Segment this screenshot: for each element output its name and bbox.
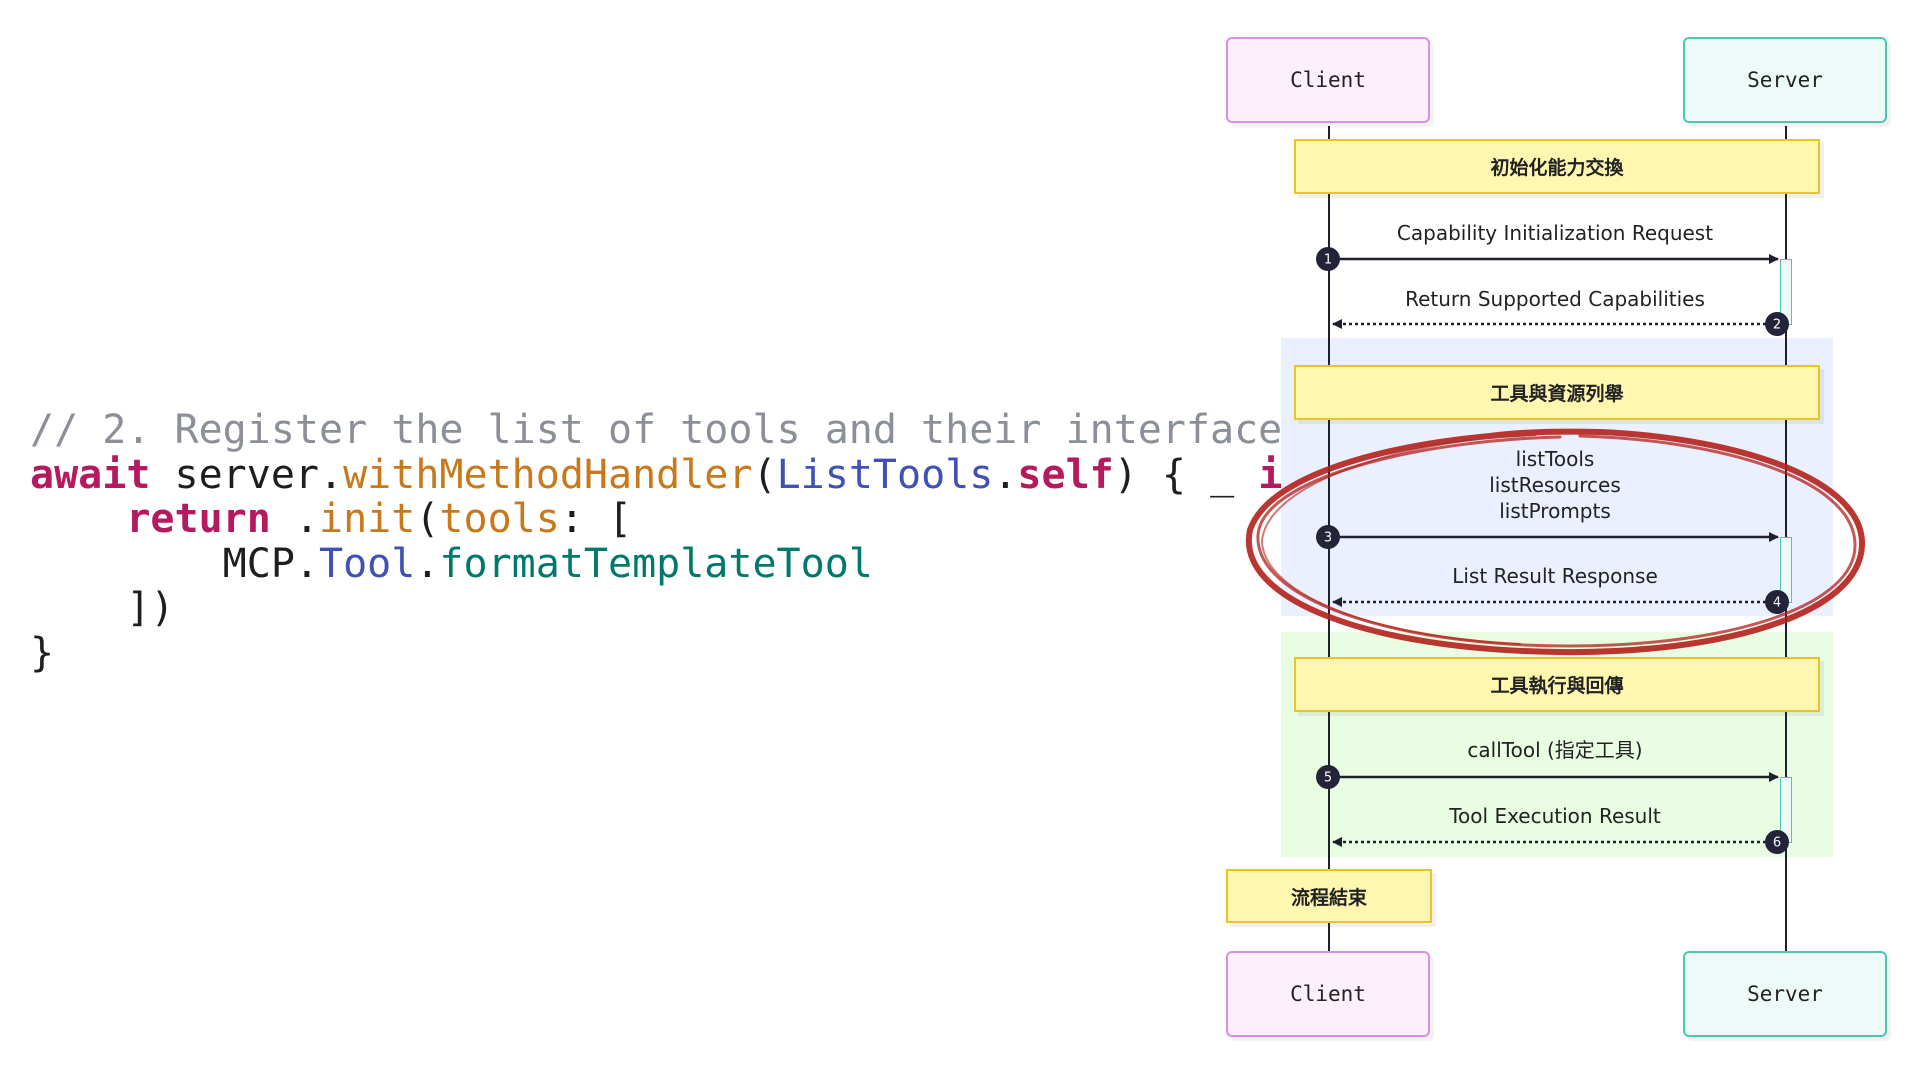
- sequence-badge-3: 3: [1316, 525, 1340, 549]
- code-token: .: [993, 451, 1018, 498]
- code-token: (: [752, 451, 777, 498]
- message-label-line: Capability Initialization Request: [1396, 221, 1714, 245]
- client-actor-top: Client: [1226, 37, 1430, 123]
- svg-text:6: 6: [1773, 836, 1781, 851]
- message-label-4: List Result Response: [1330, 563, 1780, 589]
- code-token: await: [30, 451, 151, 498]
- code-token: }: [30, 629, 55, 676]
- message-label-2: Return Supported Capabilities: [1330, 286, 1780, 312]
- code-snippet: // 2. Register the list of tools and the…: [30, 408, 1330, 675]
- code-token: : [: [559, 496, 633, 542]
- code-token: ) { _: [1113, 451, 1259, 498]
- end-note-label: 流程結束: [1290, 886, 1367, 909]
- code-token: formatTemplateTool: [439, 540, 873, 587]
- svg-text:2: 2: [1773, 318, 1781, 333]
- phase-note-label: 工具與資源列舉: [1490, 383, 1624, 405]
- code-token: // 2. Register the list of tools and the…: [30, 407, 1331, 453]
- svg-text:5: 5: [1324, 771, 1332, 786]
- code-line: ]): [30, 586, 1330, 631]
- end-note: 流程結束: [1226, 869, 1432, 923]
- phase-note-call: 工具執行與回傳: [1294, 657, 1820, 712]
- code-token: server.: [150, 451, 344, 498]
- server-actor-label: Server: [1747, 68, 1823, 92]
- message-label-line: listResources: [1489, 473, 1621, 497]
- phase-note-label: 初始化能力交換: [1490, 157, 1624, 179]
- code-token: init: [319, 496, 416, 542]
- server-actor-bottom: Server: [1683, 951, 1887, 1037]
- client-actor-bottom: Client: [1226, 951, 1430, 1037]
- sequence-badge-5: 5: [1316, 765, 1340, 789]
- code-token: withMethodHandler: [343, 451, 753, 498]
- message-label-line: Return Supported Capabilities: [1405, 287, 1705, 311]
- message-label-line: List Result Response: [1452, 564, 1658, 588]
- message-label-line: listTools: [1515, 447, 1595, 471]
- client-actor-label: Client: [1290, 68, 1366, 92]
- code-line: await server.withMethodHandler(ListTools…: [30, 451, 1330, 498]
- code-token: .: [415, 540, 440, 587]
- message-label-line: Tool Execution Result: [1449, 804, 1661, 828]
- sequence-badge-4: 4: [1765, 590, 1789, 614]
- sequence-badge-2: 2: [1765, 312, 1789, 336]
- highlight-circle: [1245, 428, 1866, 656]
- code-token: tools: [439, 496, 560, 542]
- phase-note-label: 工具執行與回傳: [1490, 675, 1624, 697]
- sequence-badge-1: 1: [1316, 247, 1340, 271]
- code-token: MCP.: [30, 540, 319, 587]
- phase-note-init: 初始化能力交換: [1294, 139, 1820, 194]
- svg-text:1: 1: [1324, 253, 1332, 268]
- code-token: return: [126, 496, 271, 542]
- code-token: .: [270, 496, 319, 542]
- code-line: return .init(tools: [: [30, 497, 1330, 542]
- phase-note-list: 工具與資源列舉: [1294, 365, 1820, 420]
- code-token: self: [1017, 451, 1114, 498]
- message-label-5: callTool (指定工具): [1330, 737, 1780, 763]
- sequence-badge-6: 6: [1765, 830, 1789, 854]
- svg-text:4: 4: [1773, 596, 1781, 611]
- message-label-3: listTools listResources listPrompts: [1330, 446, 1780, 524]
- code-line: // 2. Register the list of tools and the…: [30, 408, 1330, 453]
- message-label-line: listPrompts: [1499, 499, 1611, 523]
- server-actor-label: Server: [1747, 982, 1823, 1006]
- message-label-1: Capability Initialization Request: [1330, 220, 1780, 246]
- code-token: ]): [30, 585, 175, 631]
- code-token: (: [415, 496, 440, 542]
- code-line: }: [30, 629, 1330, 676]
- code-token: ListTools: [776, 451, 994, 498]
- message-label-line: callTool (指定工具): [1467, 738, 1643, 762]
- code-line: MCP.Tool.formatTemplateTool: [30, 540, 1330, 587]
- svg-text:3: 3: [1324, 531, 1332, 546]
- message-label-6: Tool Execution Result: [1330, 803, 1780, 829]
- code-token: Tool: [318, 540, 416, 587]
- client-actor-label: Client: [1290, 982, 1366, 1006]
- server-actor-top: Server: [1683, 37, 1887, 123]
